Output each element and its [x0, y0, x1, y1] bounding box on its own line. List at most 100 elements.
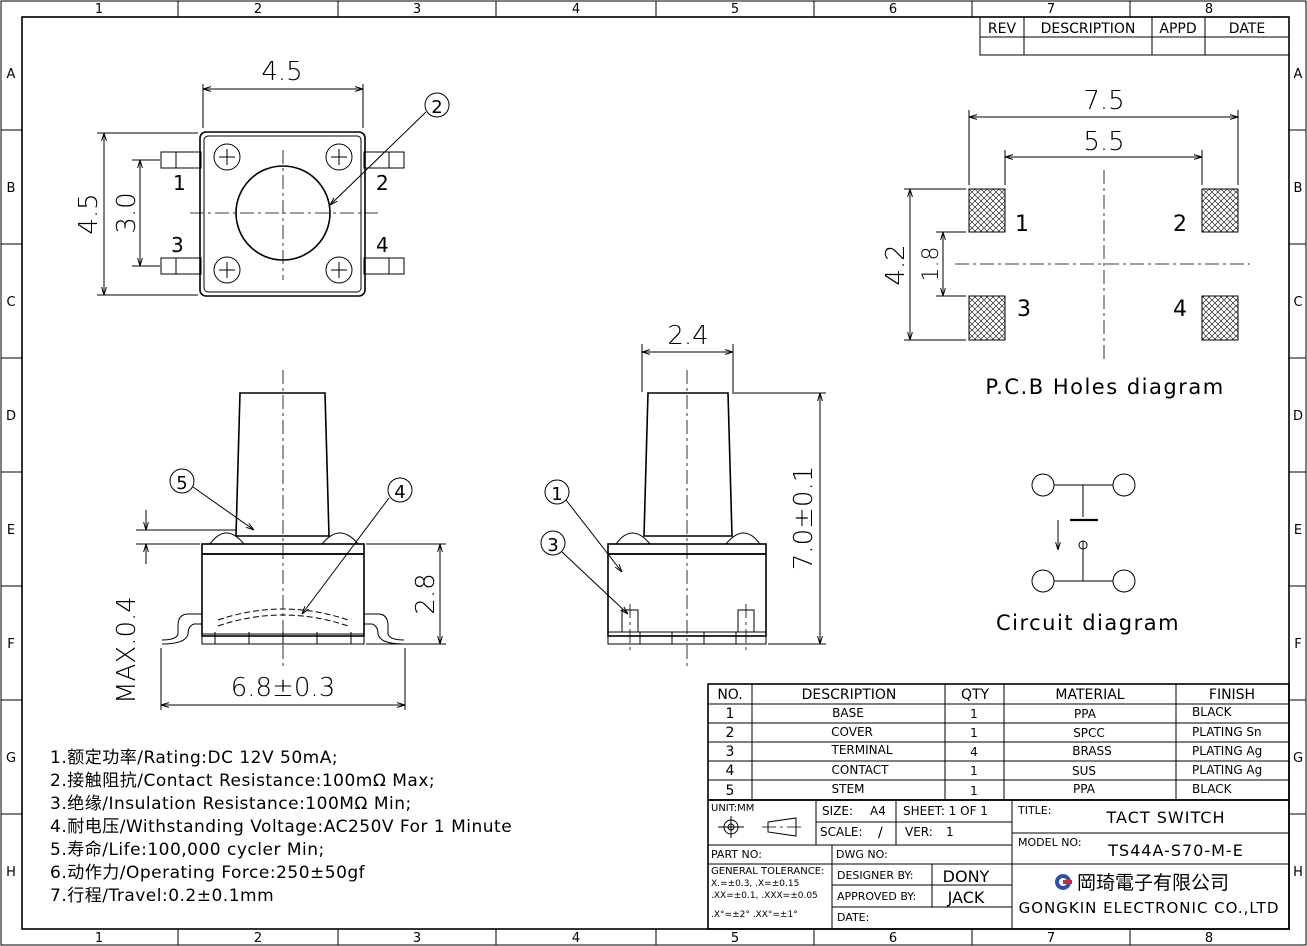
scale-label: SCALE: — [820, 825, 863, 839]
bom-description: COVER — [831, 725, 873, 739]
frame-column-ticks — [177, 1, 1131, 945]
rev-date-header: DATE — [1229, 21, 1265, 37]
row-label-f-right: F — [1294, 637, 1301, 652]
designer-value: DONY — [943, 867, 990, 886]
bom-header-finish: FINISH — [1209, 687, 1255, 703]
dim-top-width: 4.5 — [261, 57, 302, 87]
pcb-pad-label-1: 1 — [1015, 212, 1029, 237]
table-row: 2 COVER 1 SPCC PLATING Sn — [726, 725, 1262, 741]
callout-2-bubble — [424, 92, 450, 118]
dim-pcb-outer: 7.5 — [1083, 86, 1124, 116]
bom-qty: 4 — [970, 745, 978, 759]
bom-material: SUS — [1072, 764, 1096, 778]
col-label-7-bottom: 7 — [1047, 931, 1055, 946]
row-label-g-right: G — [1293, 751, 1303, 766]
col-label-5: 5 — [731, 2, 739, 17]
rev-description-header: DESCRIPTION — [1041, 21, 1136, 37]
projection-symbol-icon — [718, 816, 802, 838]
bom-qty: 1 — [970, 764, 978, 778]
row-label-c-right: C — [1293, 295, 1302, 310]
note-5: 5.寿命/Life:100,000 cycler Min; — [50, 840, 325, 860]
side-view: 2.8 MAX.0.4 6.8±0.3 5 4 — [112, 370, 446, 710]
company-name-en: GONGKIN ELECTRONIC CO.,LTD — [1019, 899, 1280, 917]
bom-finish: PLATING Ag — [1192, 744, 1262, 758]
dim-side-width: 6.8±0.3 — [231, 673, 335, 703]
row-label-e-right: E — [1294, 523, 1302, 538]
bom-finish: PLATING Ag — [1192, 763, 1262, 777]
dim-top-height: 4.5 — [74, 193, 104, 234]
tolerance-title: GENERAL TOLERANCE: — [711, 866, 824, 877]
company-name-cn: 岡琦電子有限公司 — [1077, 872, 1229, 894]
bom-qty: 1 — [970, 707, 978, 721]
table-row: 4 CONTACT 1 SUS PLATING Ag — [726, 763, 1263, 779]
stem-end — [643, 392, 733, 537]
bom-header-description: DESCRIPTION — [802, 687, 897, 703]
switch-body-outline — [199, 131, 366, 297]
title-block: UNIT:MM SIZE: A4 SHEET: 1 OF 1 SCALE: / … — [707, 799, 1290, 930]
size-value: A4 — [870, 804, 886, 818]
bom-finish: BLACK — [1192, 782, 1233, 796]
bom-finish: PLATING Sn — [1192, 725, 1262, 739]
col-label-5-bottom: 5 — [731, 931, 739, 946]
col-label-2: 2 — [254, 2, 262, 17]
size-label: SIZE: — [822, 804, 853, 818]
unit-label: UNIT:MM — [711, 803, 754, 814]
date-label: DATE: — [837, 911, 869, 924]
col-label-6: 6 — [889, 2, 897, 17]
bom-description: STEM — [832, 782, 865, 796]
designer-label: DESIGNER BY: — [837, 869, 913, 882]
frame-row-ticks — [1, 129, 1306, 815]
title-value: TACT SWITCH — [1106, 808, 1226, 827]
circuit-caption: Circuit diagram — [996, 611, 1180, 635]
dim-pin-pitch: 3.0 — [112, 192, 142, 233]
dwg-no-label: DWG NO: — [836, 848, 888, 861]
bom-material: SPCC — [1073, 726, 1105, 740]
row-label-e: E — [7, 523, 15, 538]
dim-pcb-pad-pitch: 1.8 — [919, 247, 944, 282]
row-label-f: F — [7, 637, 14, 652]
stem-side — [235, 392, 330, 537]
table-row: 5 STEM 1 PPA BLACK — [726, 782, 1233, 799]
callout-5: 5 — [176, 473, 187, 494]
row-label-c: C — [6, 295, 15, 310]
ver-label: VER: — [905, 825, 933, 839]
terminal-4 — [363, 257, 405, 275]
row-label-b-right: B — [1294, 181, 1303, 196]
pcb-pad-4 — [1201, 295, 1239, 341]
callout-1: 1 — [551, 484, 562, 505]
bom-material: PPA — [1074, 707, 1097, 721]
row-label-d: D — [6, 409, 16, 424]
terminal-3 — [160, 257, 202, 275]
row-label-a-right: A — [1294, 67, 1303, 82]
col-label-4: 4 — [572, 2, 580, 17]
dim-pcb-height: 4.2 — [881, 244, 911, 285]
tolerance-line-3: .X°=±2° .XX°=±1° — [711, 910, 798, 920]
note-1: 1.额定功率/Rating:DC 12V 50mA; — [50, 748, 338, 768]
callout-3: 3 — [547, 535, 558, 556]
pcb-holes-diagram: 7.5 5.5 4.2 1.8 1 2 3 4 P.C.B Holes diag… — [881, 86, 1250, 399]
col-label-6-bottom: 6 — [889, 931, 897, 946]
model-label: MODEL NO: — [1018, 836, 1082, 849]
end-view: 2.4 7.0±0.1 1 3 — [540, 321, 826, 670]
table-row: 1 BASE 1 PPA BLACK — [726, 705, 1233, 722]
sheet-value: SHEET: 1 OF 1 — [903, 804, 988, 818]
pcb-pad-label-3: 3 — [1017, 297, 1031, 322]
top-pin-label-3: 3 — [171, 233, 184, 257]
bom-qty: 1 — [970, 784, 978, 798]
row-label-a: A — [7, 67, 16, 82]
bom-no: 1 — [726, 706, 735, 722]
top-pin-label-2: 2 — [376, 171, 389, 195]
col-label-8-bottom: 8 — [1205, 931, 1213, 946]
scale-value: / — [878, 825, 883, 841]
bom-header-qty: QTY — [961, 687, 990, 703]
note-3: 3.绝缘/Insulation Resistance:100MΩ Min; — [50, 794, 412, 814]
model-value: TS44A-S70-M-E — [1107, 841, 1244, 860]
col-label-1: 1 — [95, 2, 103, 17]
pcb-pad-label-2: 2 — [1173, 212, 1187, 237]
title-label: TITLE: — [1017, 804, 1051, 817]
bom-finish: BLACK — [1192, 705, 1233, 719]
rev-header: REV — [988, 21, 1017, 37]
approved-label: APPROVED BY: — [837, 890, 916, 903]
